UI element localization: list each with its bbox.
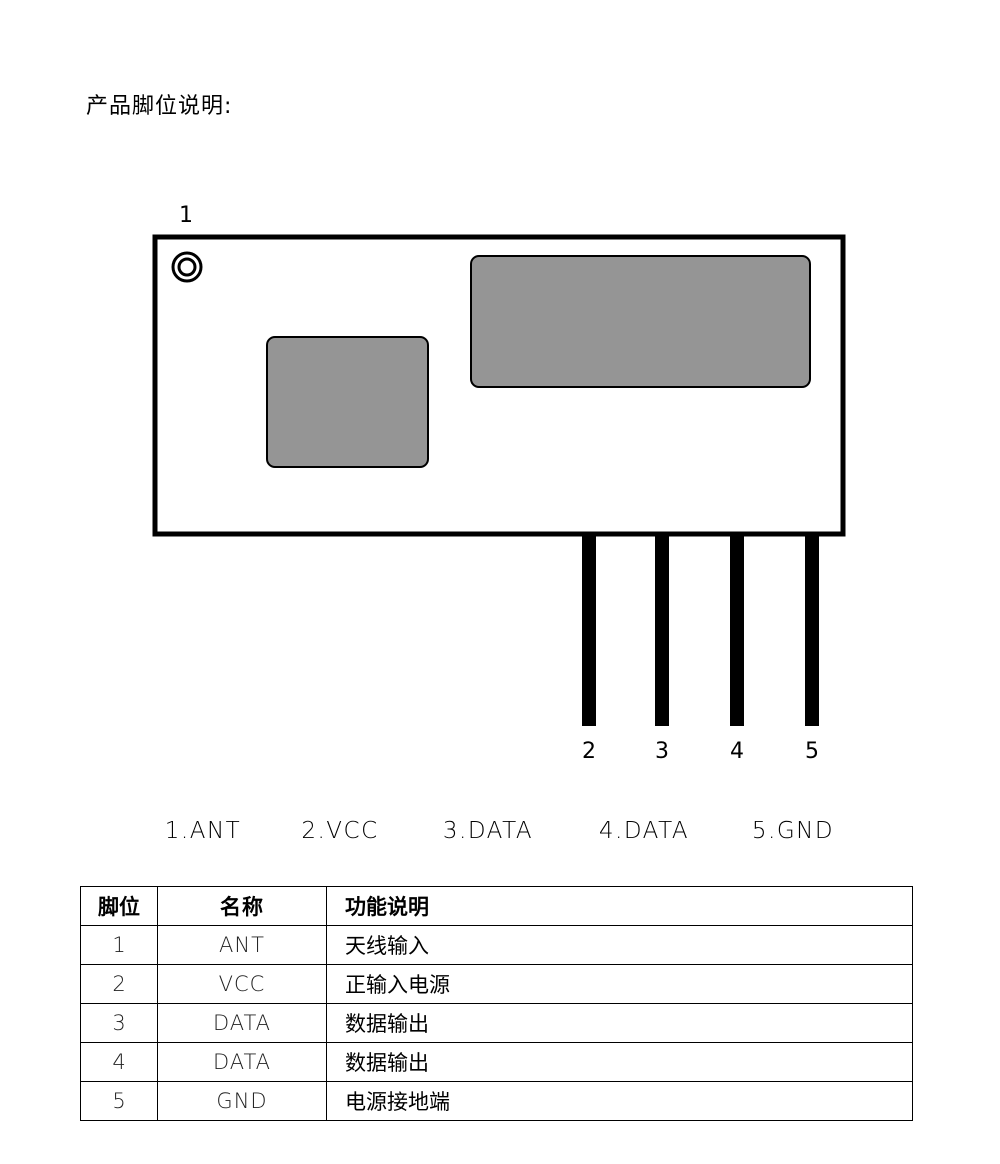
- cell-name: ANT: [157, 925, 327, 965]
- table-row: 2 VCC 正输入电源: [80, 964, 913, 1004]
- cell-desc: 正输入电源: [326, 964, 913, 1004]
- table-row: 3 DATA 数据输出: [80, 1003, 913, 1043]
- pin-number-5: 5: [805, 739, 819, 764]
- antenna-pad-inner: [177, 257, 197, 277]
- cell-desc: 数据输出: [326, 1042, 913, 1082]
- cell-name: VCC: [157, 964, 327, 1004]
- cell-name: DATA: [157, 1042, 327, 1082]
- pin-4: [730, 536, 744, 726]
- cell-desc: 电源接地端: [326, 1081, 913, 1121]
- header-desc: 功能说明: [326, 886, 913, 926]
- chip-large: [470, 255, 811, 388]
- pin1-marker-label: 1: [179, 203, 193, 228]
- cell-pin: 4: [80, 1042, 158, 1082]
- header-pin: 脚位: [80, 886, 158, 926]
- table-row: 4 DATA 数据输出: [80, 1042, 913, 1082]
- module-pinout-diagram: 1 2 3 4 5: [152, 203, 846, 764]
- pin-function-table: 脚位 名称 功能说明 1 ANT 天线输入 2 VCC 正输入电源 3 DATA…: [80, 886, 913, 1121]
- cell-pin: 5: [80, 1081, 158, 1121]
- pin-label-vcc: 2.VCC: [301, 818, 379, 844]
- cell-pin: 3: [80, 1003, 158, 1043]
- pin-3: [655, 536, 669, 726]
- table-header-row: 脚位 名称 功能说明: [80, 886, 913, 926]
- pin-label-data-4: 4.DATA: [598, 818, 690, 844]
- pin-number-2: 2: [582, 739, 596, 764]
- header-name: 名称: [157, 886, 327, 926]
- page-title: 产品脚位说明:: [86, 94, 233, 119]
- cell-desc: 天线输入: [326, 925, 913, 965]
- pin-label-gnd: 5.GND: [751, 818, 835, 844]
- table-row: 5 GND 电源接地端: [80, 1081, 913, 1121]
- chip-small: [266, 336, 429, 468]
- cell-pin: 2: [80, 964, 158, 1004]
- table-row: 1 ANT 天线输入: [80, 925, 913, 965]
- antenna-pad-outer: [171, 251, 203, 283]
- cell-name: DATA: [157, 1003, 327, 1043]
- pin-label-ant: 1.ANT: [164, 818, 242, 844]
- pin-5: [805, 536, 819, 726]
- cell-desc: 数据输出: [326, 1003, 913, 1043]
- cell-pin: 1: [80, 925, 158, 965]
- pin-label-data-3: 3.DATA: [442, 818, 534, 844]
- pin-number-3: 3: [655, 739, 669, 764]
- pin-number-4: 4: [730, 739, 744, 764]
- pin-2: [582, 536, 596, 726]
- pin-label-row: 1.ANT 2.VCC 3.DATA 4.DATA 5.GND: [0, 818, 1000, 852]
- cell-name: GND: [157, 1081, 327, 1121]
